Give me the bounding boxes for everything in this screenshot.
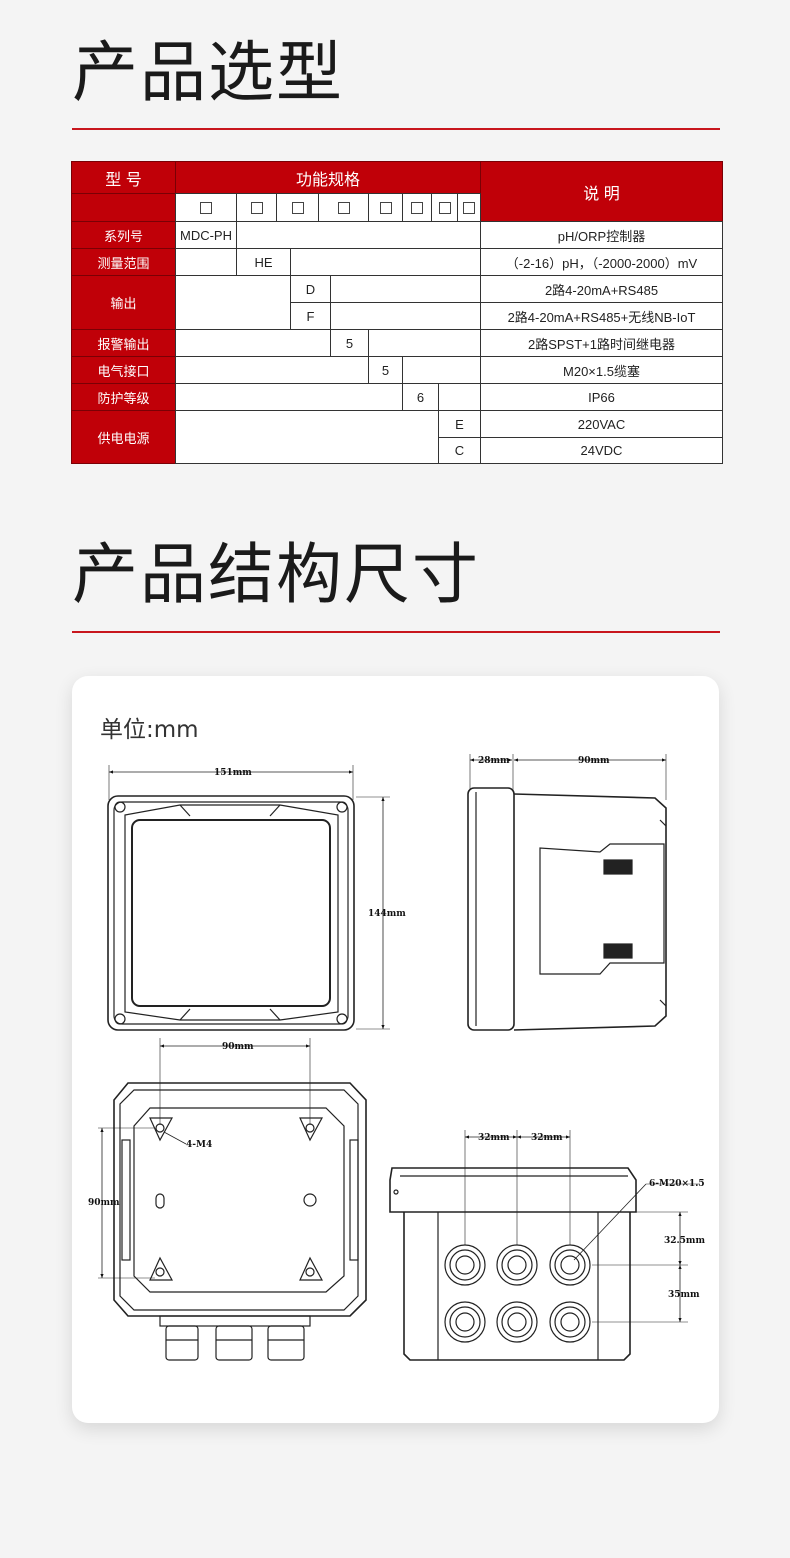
row-blank (175, 248, 237, 276)
selection-title: 产品选型 (72, 34, 344, 111)
side-view (467, 754, 667, 1031)
row-code-range: HE (236, 248, 291, 276)
row-desc-protection: IP66 (480, 383, 723, 411)
row-code-series: MDC-PH (175, 221, 237, 249)
dimensions-title: 产品结构尺寸 (72, 536, 480, 613)
spec-box (463, 201, 475, 214)
dim-bottom-glands: 6-M20×1.5 (649, 1179, 705, 1189)
row-desc-power-c: 24VDC (480, 437, 723, 464)
row-label-range: 测量范围 (71, 248, 176, 276)
drawing-card (72, 676, 719, 1423)
title-rule (72, 631, 720, 633)
spec-box-cell (318, 193, 369, 222)
dim-back-screw: 4-M4 (186, 1140, 212, 1150)
header-model: 型 号 (71, 161, 176, 194)
spec-box-cell (402, 193, 432, 222)
row-desc-range: （-2-16）pH，（-2000-2000）mV (480, 248, 723, 276)
spec-box-cell (276, 193, 319, 222)
row-desc-output-f: 2路4-20mA+RS485+无线NB-IoT (480, 302, 723, 330)
back-view (98, 1038, 367, 1361)
spec-box (200, 201, 212, 214)
header-desc: 说 明 (480, 161, 723, 222)
dim-back-hole-h: 90mm (222, 1042, 254, 1052)
unit-label: 单位:mm (100, 717, 199, 743)
spec-box (250, 201, 263, 214)
row-blank (175, 410, 439, 464)
dim-side-depth-a: 28mm (478, 756, 510, 766)
row-label-output: 输出 (71, 275, 176, 330)
dim-side-depth-b: 90mm (578, 756, 610, 766)
spec-box-cell (368, 193, 403, 222)
row-label-interface: 电气接口 (71, 356, 176, 384)
bottom-view (389, 1130, 700, 1361)
spec-box-cell (431, 193, 458, 222)
row-blank (330, 275, 481, 303)
dim-front-width: 151mm (214, 768, 252, 778)
spec-box-cell (175, 193, 237, 222)
dim-bottom-pitch-a: 32mm (478, 1133, 510, 1143)
row-code-power-c: C (438, 437, 481, 464)
spec-box (438, 201, 451, 214)
title-rule (72, 128, 720, 130)
row-desc-output-d: 2路4-20mA+RS485 (480, 275, 723, 303)
spec-box (337, 201, 350, 214)
dim-bottom-v1: 32.5mm (664, 1236, 705, 1246)
spec-box (291, 201, 304, 214)
row-code-power-e: E (438, 410, 481, 438)
spec-box (411, 201, 423, 214)
dim-front-height: 144mm (368, 909, 406, 919)
spec-box-cell (457, 193, 481, 222)
dim-back-hole-v: 90mm (88, 1198, 120, 1208)
row-code-protection: 6 (402, 383, 439, 411)
dim-bottom-pitch-b: 32mm (531, 1133, 563, 1143)
header-spec: 功能规格 (175, 161, 481, 194)
row-blank (175, 356, 369, 384)
front-view (107, 765, 390, 1031)
spec-box (379, 201, 392, 214)
dim-bottom-v2: 35mm (668, 1290, 700, 1300)
